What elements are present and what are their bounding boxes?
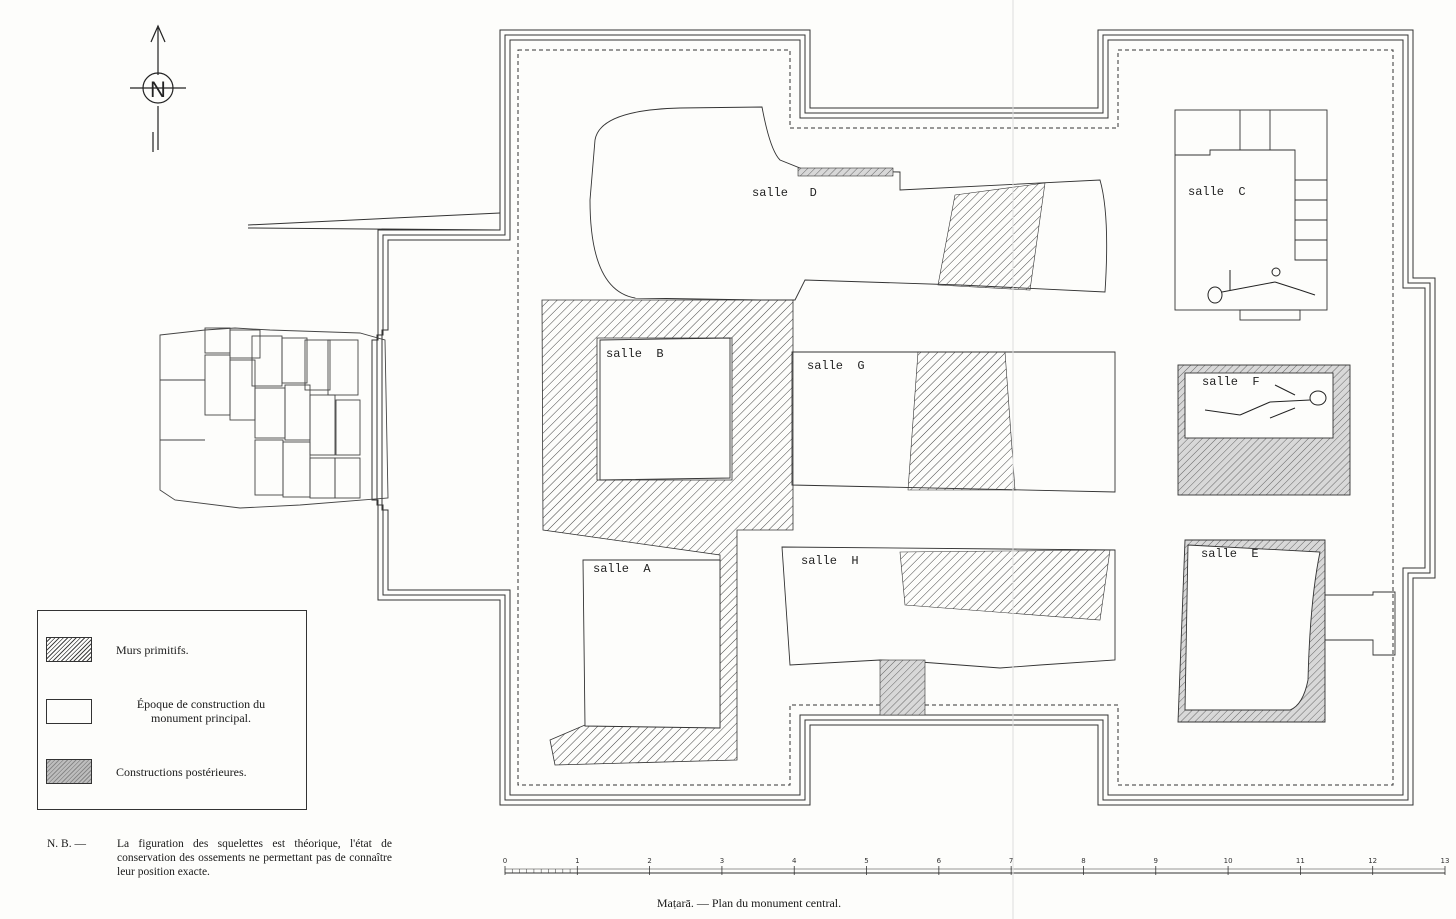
scale-tick-label: 7	[1009, 857, 1013, 865]
blank-swatch-icon	[46, 698, 92, 724]
legend-item-later-constructions: Constructions postérieures.	[46, 759, 247, 784]
room-label-B: salle B	[606, 347, 664, 361]
room-label-E: salle E	[1201, 547, 1259, 561]
scale-tick-label: 4	[792, 857, 797, 865]
room-label-H: salle H	[801, 554, 859, 568]
note-text: La figuration des squelettes est théoriq…	[117, 838, 392, 878]
figure-caption: Maṭarā. — Plan du monument central.	[656, 896, 842, 910]
enclosure-walls	[247, 29, 1436, 806]
legend-item-primitive-walls: Murs primitifs.	[46, 637, 189, 662]
skeleton-icon	[1207, 267, 1316, 304]
room-D-hatch	[937, 182, 1046, 291]
scale-tick-label: 12	[1368, 857, 1377, 865]
skeleton-icon	[1204, 384, 1327, 419]
shaded-swatch-icon	[46, 759, 92, 784]
north-arrow-icon: N	[130, 24, 186, 152]
room-D-wall-fragment	[797, 167, 894, 177]
room-label-C: salle C	[1188, 185, 1246, 199]
room-F	[1177, 364, 1351, 496]
primitive-walls	[541, 299, 794, 766]
hatch-swatch-icon	[46, 637, 92, 662]
scale-tick-label: 8	[1081, 857, 1085, 865]
room-label-D: salle D	[752, 186, 817, 200]
note-lead: N. B. —	[47, 838, 86, 850]
room-H-hatch	[899, 549, 1111, 621]
legend: Murs primitifs. Époque de construction d…	[37, 610, 307, 810]
scale-tick-label: 6	[937, 857, 942, 865]
scale-tick-label: 3	[720, 857, 724, 865]
room-E	[1177, 539, 1396, 723]
scale-tick-label: 11	[1296, 857, 1305, 865]
scale-tick-label: 9	[1154, 857, 1158, 865]
room-H-outline	[781, 546, 1116, 669]
room-label-F: salle F	[1202, 375, 1260, 389]
legend-item-main-construction: Époque de construction du monument princ…	[46, 697, 286, 725]
room-G-outline	[791, 351, 1116, 493]
stone-blocks	[159, 327, 389, 509]
legend-label: Murs primitifs.	[116, 642, 189, 657]
room-C	[1174, 109, 1328, 321]
room-label-G: salle G	[807, 359, 865, 373]
legend-label: Constructions postérieures.	[116, 764, 247, 779]
room-B-outline	[599, 337, 731, 481]
scale-tick-label: 0	[503, 857, 507, 865]
scale-tick-label: 5	[864, 857, 868, 865]
scale-tick-label: 13	[1441, 857, 1450, 865]
scale-tick-label: 10	[1224, 857, 1233, 865]
svg-text:N: N	[150, 77, 166, 102]
scale-tick-label: 2	[647, 857, 651, 865]
room-G-hatch	[907, 351, 1016, 491]
room-H-block	[879, 659, 926, 716]
scale-tick-label: 1	[575, 857, 579, 865]
room-label-A: salle A	[593, 562, 651, 576]
legend-label: Époque de construction du monument princ…	[136, 697, 266, 725]
room-A-outline	[582, 559, 721, 729]
room-D-outline	[589, 106, 1108, 301]
